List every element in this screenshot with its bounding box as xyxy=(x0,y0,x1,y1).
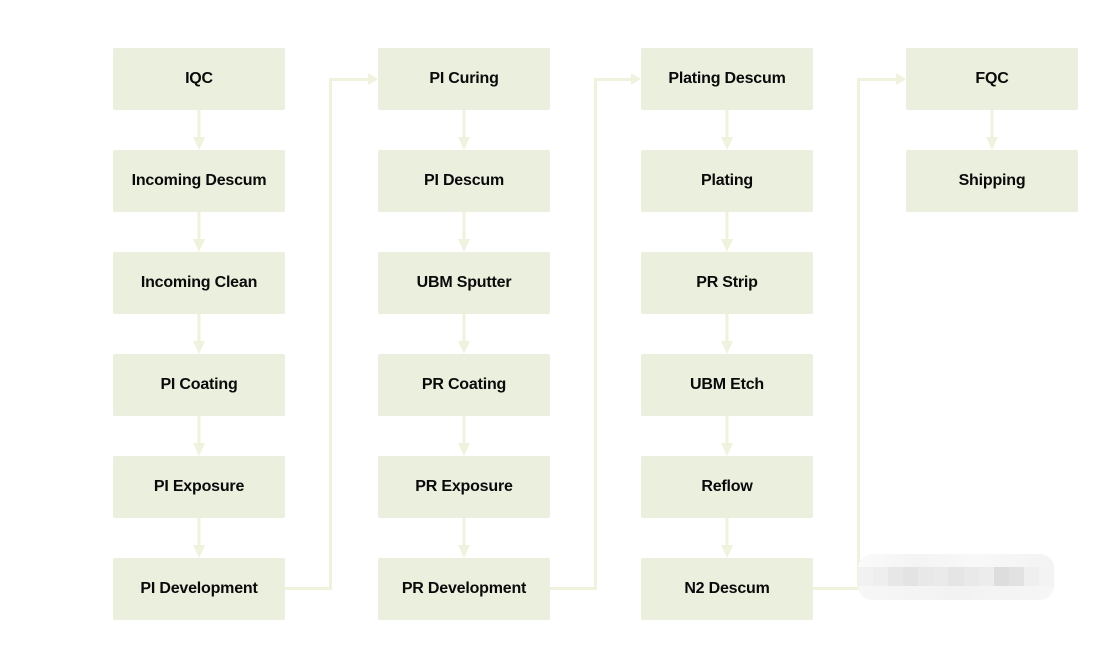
flow-column-2: PI Curing PI Descum UBM Sputter PR Coati… xyxy=(378,48,550,620)
flow-column-3: Plating Descum Plating PR Strip UBM Etch… xyxy=(641,48,813,620)
blurred-watermark-row xyxy=(858,567,1054,586)
arrow-down-icon xyxy=(378,416,550,456)
arrow-down-icon xyxy=(378,212,550,252)
blurred-watermark-row xyxy=(858,586,1054,600)
flow-box-reflow: Reflow xyxy=(641,456,813,518)
connector-col1-col2-vertical-segment xyxy=(329,78,332,590)
arrow-down-icon xyxy=(378,110,550,150)
arrow-down-icon xyxy=(113,110,285,150)
flow-box-pi-coating: PI Coating xyxy=(113,354,285,416)
flow-box-pr-development: PR Development xyxy=(378,558,550,620)
connector-col3-col4-vertical-segment xyxy=(857,78,860,590)
arrow-down-icon xyxy=(113,314,285,354)
arrow-down-icon xyxy=(641,518,813,558)
connector-col2-col3-vertical-segment xyxy=(594,78,597,590)
blurred-watermark xyxy=(858,554,1054,600)
arrow-down-icon xyxy=(113,416,285,456)
arrow-right-icon xyxy=(631,73,641,85)
flow-box-incoming-descum: Incoming Descum xyxy=(113,150,285,212)
flow-box-plating-descum: Plating Descum xyxy=(641,48,813,110)
connector-col1-col2-bottom-segment xyxy=(285,587,332,590)
connector-col3-col4-bottom-segment xyxy=(813,587,860,590)
arrow-down-icon xyxy=(378,314,550,354)
arrow-down-icon xyxy=(641,110,813,150)
arrow-right-icon xyxy=(896,73,906,85)
arrow-down-icon xyxy=(378,518,550,558)
arrow-down-icon xyxy=(641,314,813,354)
arrow-right-icon xyxy=(368,73,378,85)
flow-box-shipping: Shipping xyxy=(906,150,1078,212)
connector-col2-col3-bottom-segment xyxy=(550,587,597,590)
flow-box-ubm-sputter: UBM Sputter xyxy=(378,252,550,314)
flow-box-pr-exposure: PR Exposure xyxy=(378,456,550,518)
flow-box-fqc: FQC xyxy=(906,48,1078,110)
arrow-down-icon xyxy=(113,212,285,252)
flow-box-pi-development: PI Development xyxy=(113,558,285,620)
flow-box-pr-coating: PR Coating xyxy=(378,354,550,416)
flow-box-plating: Plating xyxy=(641,150,813,212)
flow-box-iqc: IQC xyxy=(113,48,285,110)
flow-box-pr-strip: PR Strip xyxy=(641,252,813,314)
flow-column-1: IQC Incoming Descum Incoming Clean PI Co… xyxy=(113,48,285,620)
connector-col2-col3-top-segment xyxy=(594,78,631,81)
blurred-watermark-row xyxy=(858,554,1054,567)
arrow-down-icon xyxy=(641,212,813,252)
connector-col1-col2-top-segment xyxy=(329,78,368,81)
arrow-down-icon xyxy=(641,416,813,456)
flow-box-pi-descum: PI Descum xyxy=(378,150,550,212)
flow-box-pi-curing: PI Curing xyxy=(378,48,550,110)
flow-box-incoming-clean: Incoming Clean xyxy=(113,252,285,314)
connector-col3-col4-top-segment xyxy=(857,78,896,81)
flow-box-n2-descum: N2 Descum xyxy=(641,558,813,620)
arrow-down-icon xyxy=(906,110,1078,150)
flow-box-ubm-etch: UBM Etch xyxy=(641,354,813,416)
arrow-down-icon xyxy=(113,518,285,558)
flow-column-4: FQC Shipping xyxy=(906,48,1078,212)
flow-box-pi-exposure: PI Exposure xyxy=(113,456,285,518)
